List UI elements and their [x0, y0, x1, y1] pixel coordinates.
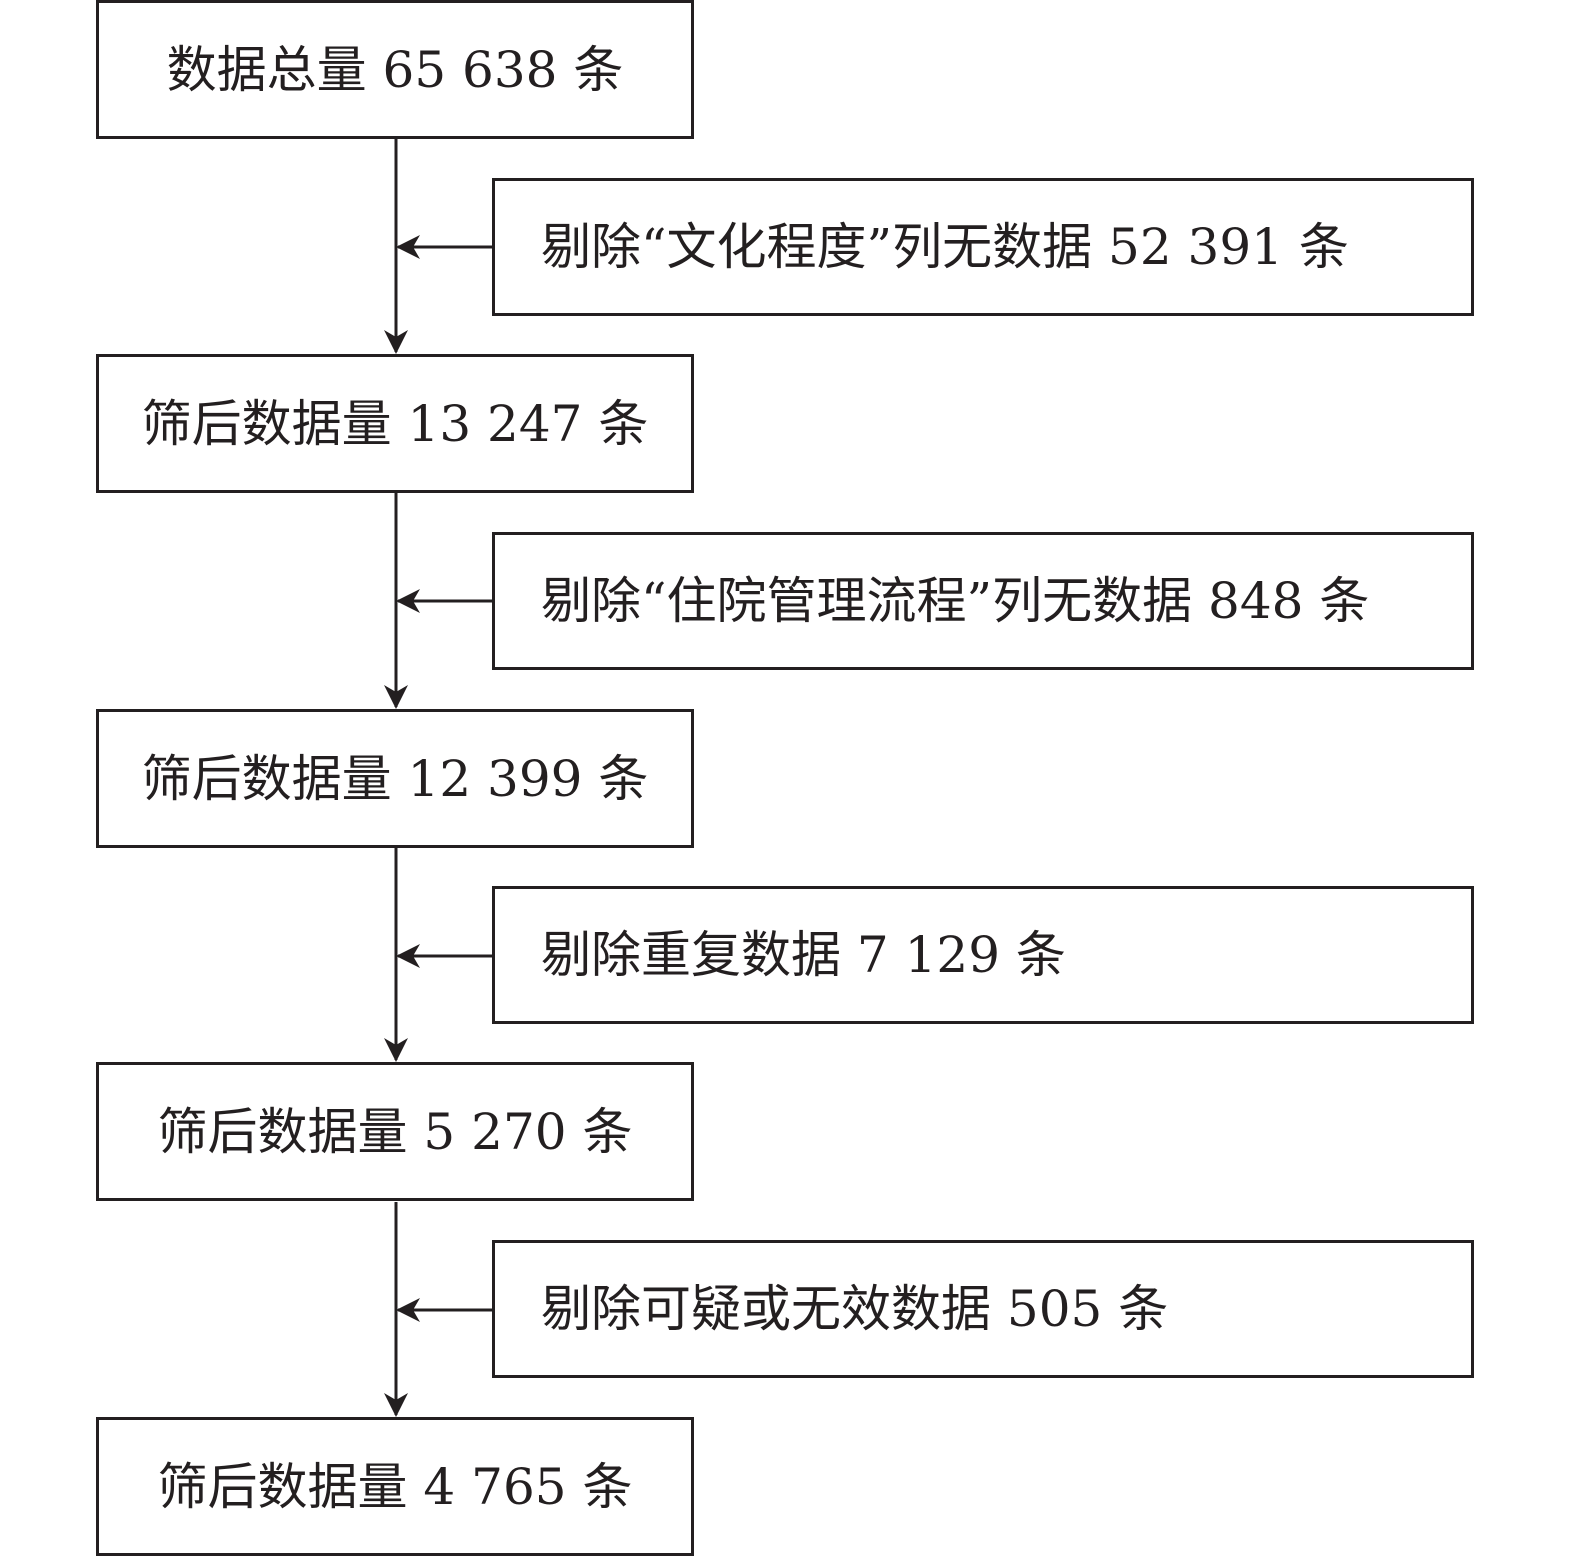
- exclusion-label: 剔除重复数据 7 129 条: [541, 926, 1066, 984]
- exclusion-label: 剔除“住院管理流程”列无数据 848 条: [541, 572, 1370, 630]
- step-label: 数据总量 65 638 条: [166, 40, 624, 99]
- step-box-total: 数据总量 65 638 条: [96, 0, 694, 139]
- exclusion-box-duplicates: 剔除重复数据 7 129 条: [492, 886, 1474, 1024]
- exclusion-label: 剔除“文化程度”列无数据 52 391 条: [541, 218, 1349, 276]
- step-label: 筛后数据量 12 399 条: [141, 749, 649, 808]
- exclusion-box-invalid: 剔除可疑或无效数据 505 条: [492, 1240, 1474, 1378]
- step-label: 筛后数据量 5 270 条: [157, 1102, 633, 1161]
- exclusion-box-education: 剔除“文化程度”列无数据 52 391 条: [492, 178, 1474, 316]
- step-box-filtered-3: 筛后数据量 5 270 条: [96, 1062, 694, 1201]
- step-box-final: 筛后数据量 4 765 条: [96, 1417, 694, 1556]
- step-box-filtered-2: 筛后数据量 12 399 条: [96, 709, 694, 848]
- step-box-filtered-1: 筛后数据量 13 247 条: [96, 354, 694, 493]
- step-label: 筛后数据量 13 247 条: [141, 394, 649, 453]
- step-label: 筛后数据量 4 765 条: [157, 1457, 633, 1516]
- exclusion-box-hospital-process: 剔除“住院管理流程”列无数据 848 条: [492, 532, 1474, 670]
- exclusion-label: 剔除可疑或无效数据 505 条: [541, 1280, 1169, 1338]
